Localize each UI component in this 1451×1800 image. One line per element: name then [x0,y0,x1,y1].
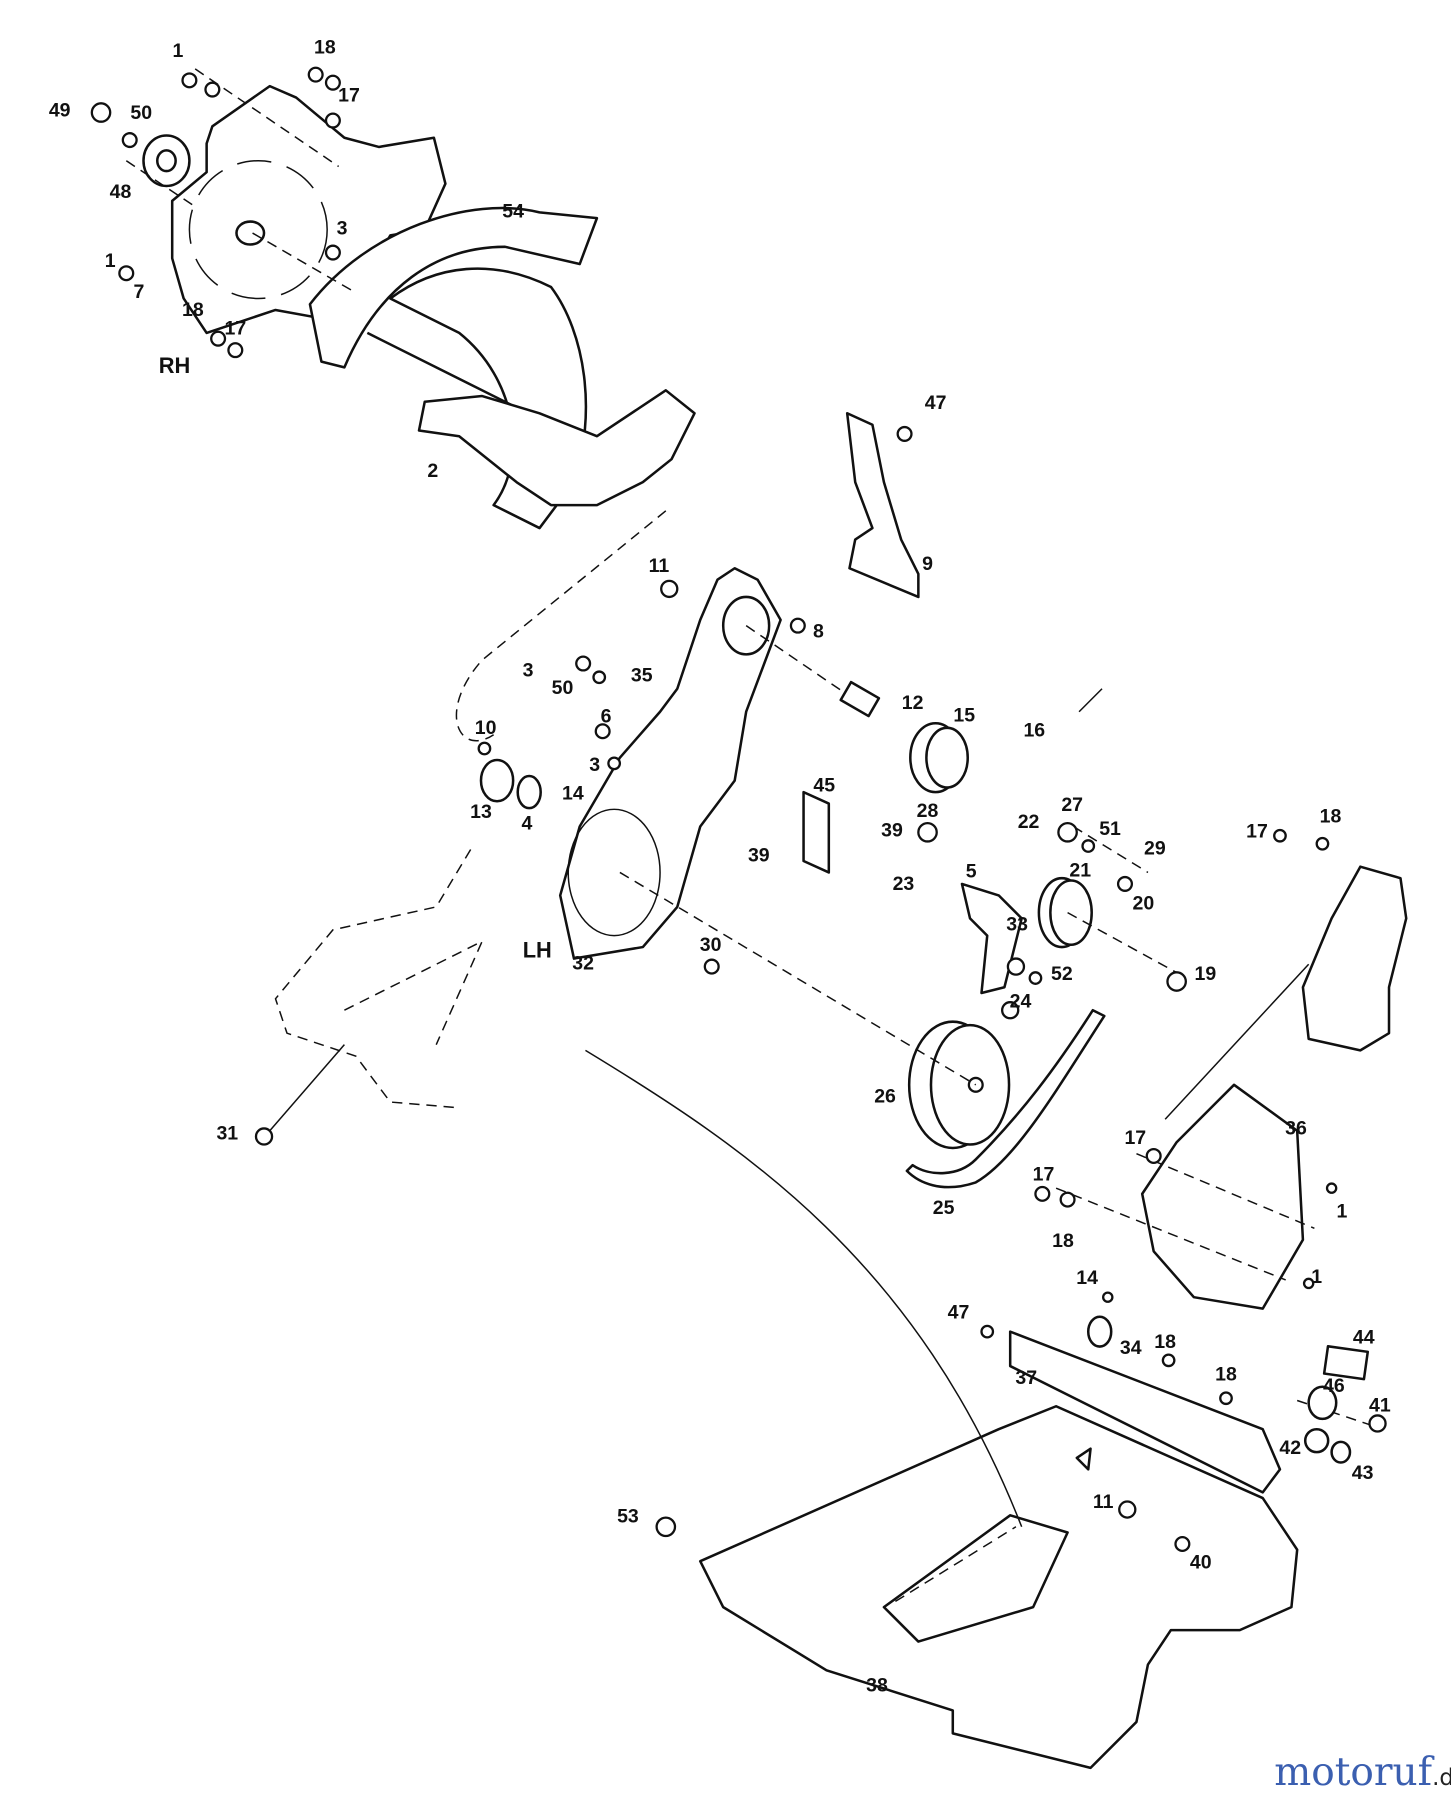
callout: 50 [130,102,152,124]
callout: 52 [1051,963,1073,985]
callout: 42 [1279,1437,1301,1459]
callout: 1 [1311,1266,1322,1288]
callout: 28 [917,800,939,822]
watermark-tld: .de [1432,1765,1451,1791]
callout: 12 [902,692,924,714]
callout: 35 [631,664,653,686]
callout: 22 [1018,811,1040,833]
callout: 32 [572,952,594,974]
decal-44 [1322,1345,1370,1381]
watermark-brand: motoruf [1274,1750,1434,1795]
callout: 5 [966,861,977,883]
watermark-logo: motoruf.de [1274,1750,1451,1795]
callout: 16 [1023,719,1045,741]
callout: 2 [427,460,438,482]
rh-outer-plate [1301,865,1408,1052]
callout: 49 [49,100,71,122]
rail-37 [1008,1330,1282,1494]
callout: 21 [1069,859,1091,881]
callout: 17 [224,318,246,340]
idler-bracket [960,882,1023,995]
callout: 39 [881,819,903,841]
lower-housing [698,1404,1299,1770]
callout: 11 [649,555,670,577]
callout: 4 [521,812,532,834]
bearing-48 [142,134,191,188]
callout: 6 [601,706,612,728]
callout: 1 [1337,1200,1348,1222]
callout: 30 [700,934,722,956]
callout: 3 [589,754,600,776]
rh-label: RH [159,353,190,378]
callout: 3 [337,218,348,240]
callout: 29 [1144,838,1166,860]
cover-36 [1140,1083,1305,1310]
guide-dashed [455,510,667,742]
callout: 18 [1052,1230,1074,1252]
callout: 7 [133,281,144,303]
callout: 18 [314,36,336,58]
callout: 34 [1120,1337,1142,1359]
callout: 39 [748,845,770,867]
callout: 47 [948,1301,970,1323]
callout: 1 [105,250,116,272]
callout: 44 [1353,1327,1375,1349]
callout: 24 [1010,990,1032,1012]
callout: 54 [502,201,524,223]
callout: 15 [953,704,975,726]
callout: 18 [1320,806,1342,828]
callout-labels: 1 18 17 49 50 48 3 1 7 18 17 54 2 47 9 1… [49,36,1391,1696]
callout: 43 [1352,1462,1374,1484]
lh-side-plate [558,566,782,960]
callout: 41 [1369,1394,1391,1416]
callout: 9 [922,553,933,575]
callout: 19 [1194,963,1216,985]
auger-housing [308,206,696,530]
belt-25 [905,1008,1106,1189]
pulley-26 [907,1020,1011,1150]
frame-outline [274,849,484,1109]
hardware [90,66,1387,1553]
callout: 18 [182,299,204,321]
guide-curve [585,1049,1023,1528]
callout: 51 [1099,818,1121,840]
callout: 47 [925,392,947,414]
callout: 27 [1061,794,1083,816]
pulley-15 [909,721,969,794]
callout: 20 [1132,893,1154,915]
callout: 26 [874,1086,896,1108]
callout: 36 [1285,1118,1307,1140]
pulley-21 [1037,876,1093,949]
bracket-9 [845,412,920,599]
callout: 1 [173,40,184,62]
callout: 17 [1246,820,1268,842]
callout: 48 [110,181,132,203]
callout: 45 [813,775,835,797]
callout: 46 [1323,1375,1345,1397]
callout: 17 [338,85,360,107]
callout: 14 [562,783,584,805]
callout: 40 [1190,1552,1212,1574]
callout: 25 [933,1197,955,1219]
callout: 11 [1093,1491,1114,1513]
callout: 3 [523,660,534,682]
callout: 53 [617,1506,639,1528]
callout: 17 [1124,1127,1146,1149]
callout: 18 [1215,1363,1237,1385]
callout: 13 [470,801,492,823]
lh-label: LH [523,937,552,962]
callout: 33 [1006,913,1028,935]
callout: 10 [475,717,497,739]
callout: 17 [1033,1164,1055,1186]
callout: 37 [1015,1367,1037,1389]
callout: 14 [1076,1267,1098,1289]
callout: 50 [552,677,574,699]
callout: 23 [893,873,915,895]
callout: 31 [216,1122,238,1144]
callout: 38 [866,1674,888,1696]
callout: 8 [813,621,824,643]
callout: 18 [1154,1331,1176,1353]
